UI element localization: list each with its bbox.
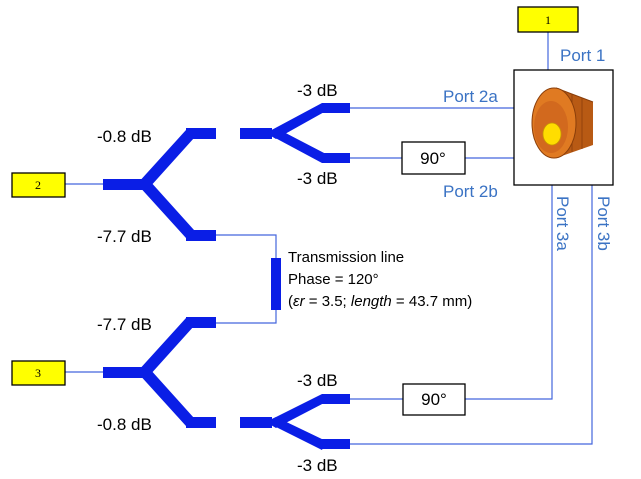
wires [65, 32, 593, 445]
upper-branch-arm-bottom [137, 180, 194, 238]
upper-sub-arm-top [266, 103, 326, 139]
lower-out-a-stub [322, 394, 350, 404]
db-label-upper-out-a: -3 dB [297, 81, 338, 100]
db-label-lower-branch-top: -7.7 dB [97, 315, 152, 334]
lower-input-stub [103, 367, 143, 378]
lower-out-b-stub [322, 439, 350, 449]
tline-wire-top [215, 234, 277, 258]
port3a-label: Port 3a [553, 196, 572, 251]
lower-branch-top-stub [186, 317, 216, 328]
db-label-lower-out-b: -3 dB [297, 456, 338, 475]
port2-number: 2 [35, 178, 41, 192]
port3-number: 3 [35, 366, 41, 380]
upper-branch-arm-top [137, 130, 194, 188]
antenna-box [513, 69, 614, 186]
lower-phase-shifter: 90° [402, 383, 466, 416]
lower-branch-bottom-stub [186, 417, 216, 428]
port2-box: 2 [11, 172, 66, 198]
db-label-upper-branch-top: -0.8 dB [97, 127, 152, 146]
port3-box: 3 [11, 360, 66, 386]
tline-wire-bottom [215, 310, 277, 324]
upper-input-stub [103, 179, 143, 190]
upper-branch-top-stub [186, 128, 216, 139]
port3a-wire-out [465, 185, 553, 400]
lower-sub-input [240, 417, 272, 428]
lower-splitter [103, 317, 350, 450]
antenna-cylinder-icon [531, 87, 594, 159]
port2b-label: Port 2b [443, 182, 498, 201]
lower-branch-arm-top [137, 318, 194, 376]
transmission-line-element [271, 258, 281, 310]
port1-number: 1 [545, 13, 551, 27]
tline-params: (εr = 3.5; length = 43.7 mm) [288, 293, 472, 310]
lower-sub-arm-bottom [266, 417, 326, 450]
lower-branch-arm-bottom [137, 368, 194, 426]
upper-splitter [103, 103, 350, 241]
tline-phase: Phase = 120° [288, 271, 379, 288]
db-label-upper-out-b: -3 dB [297, 169, 338, 188]
db-label-lower-out-a: -3 dB [297, 371, 338, 390]
lower-phase-label: 90° [421, 390, 447, 409]
tline-title: Transmission line [288, 249, 404, 266]
upper-sub-input [240, 128, 272, 139]
upper-out-a-stub [322, 103, 350, 113]
upper-phase-label: 90° [420, 149, 446, 168]
upper-sub-arm-bottom [266, 128, 326, 163]
upper-phase-shifter: 90° [401, 141, 466, 175]
port2a-label: Port 2a [443, 87, 498, 106]
port1-label: Port 1 [560, 46, 605, 65]
port3b-label: Port 3b [594, 196, 613, 251]
db-label-upper-branch-bottom: -7.7 dB [97, 227, 152, 246]
db-label-lower-branch-bottom: -0.8 dB [97, 415, 152, 434]
port1-box: 1 [517, 6, 579, 33]
upper-branch-bottom-stub [186, 230, 216, 241]
upper-out-b-stub [322, 153, 350, 163]
port3b-wire [350, 185, 593, 445]
